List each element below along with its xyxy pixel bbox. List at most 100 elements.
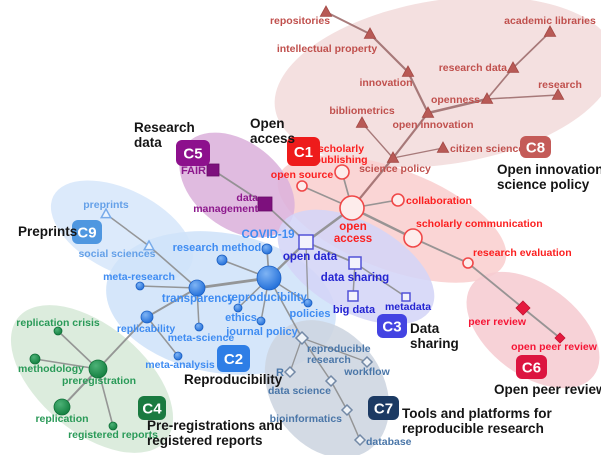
node-replicability[interactable]: replicability <box>117 310 176 335</box>
node-meta-analysis[interactable]: meta-analysis <box>145 351 215 371</box>
node-shape-square <box>401 292 411 302</box>
node-shape-diamond <box>294 330 310 346</box>
node-shape-diamond <box>554 332 566 344</box>
node-bibliometrics[interactable]: bibliometrics <box>329 105 395 128</box>
node-shape-circle <box>88 359 108 379</box>
node-covid-19[interactable]: COVID-19 <box>241 229 295 255</box>
node-intellectual-property[interactable]: intellectual property <box>277 27 378 55</box>
node-meta-science[interactable]: meta-science <box>168 322 235 344</box>
node-fair[interactable]: FAIR <box>181 163 220 177</box>
node-science-policy[interactable]: science policy <box>359 151 431 175</box>
node-citizen-science[interactable]: citizen science <box>436 141 524 155</box>
edge-replicability--meta-analysis <box>146 316 179 357</box>
node-label-research-data: research data <box>439 62 507 74</box>
node-research-data[interactable]: research data <box>439 61 520 74</box>
node-label-journal-policy: journal policy <box>225 326 298 338</box>
cluster-badge-label-c5: C5 <box>183 146 202 163</box>
node-shape-triangle <box>551 88 565 100</box>
node-label-innovation: innovation <box>359 77 412 89</box>
cluster-badge-c9 <box>72 220 102 244</box>
node-collaboration[interactable]: collaboration <box>391 193 472 207</box>
node-label-academic-libraries: academic libraries <box>504 15 596 27</box>
cluster-badge-c3 <box>377 314 407 338</box>
node-replication[interactable]: replication <box>35 398 89 425</box>
node-shape-circle <box>53 398 71 416</box>
node-research[interactable]: research <box>538 79 582 100</box>
node-label-collaboration: collaboration <box>406 195 472 207</box>
node-shape-circle <box>108 421 118 431</box>
node-reproducibility[interactable]: reproducibility <box>227 265 308 304</box>
node-data-science[interactable]: data science <box>268 374 338 397</box>
node-shape-diamond <box>283 365 297 379</box>
node-label-replication: replication <box>35 413 88 425</box>
edge-peer-review--open-peer-review <box>522 307 561 339</box>
edge-preregistration--methodology <box>34 358 99 370</box>
node-shape-circle <box>339 195 365 221</box>
edge-preregistration--registered-reports <box>97 368 114 427</box>
node-workflow[interactable]: workflow <box>343 355 391 378</box>
node-data-sharing[interactable]: data sharing <box>321 256 389 284</box>
node-label-r-lang: R <box>276 367 284 379</box>
edge-intellectual-property--innovation <box>368 32 410 74</box>
node-replication-crisis[interactable]: replication crisis <box>16 317 100 336</box>
node-transparency[interactable]: transparency <box>162 279 235 305</box>
edge-open-innovation--science-policy <box>391 111 430 160</box>
node-label-open-innovation: open innovation <box>392 119 473 131</box>
node-shape-square <box>298 234 314 250</box>
node-research-methods[interactable]: research methods <box>173 242 268 266</box>
edge-scholarly-communication--research-evaluation <box>412 237 469 264</box>
node-shape-square <box>257 196 273 212</box>
node-metadata[interactable]: metadata <box>385 292 431 313</box>
node-repositories[interactable]: repositories <box>270 5 333 27</box>
node-academic-libraries[interactable]: academic libraries <box>504 15 596 37</box>
node-label-replication-crisis: replication crisis <box>16 317 100 329</box>
cluster-blob-c4 <box>10 305 174 453</box>
node-policies[interactable]: policies <box>290 298 331 320</box>
node-open-peer-review[interactable]: open peer review <box>511 332 598 353</box>
node-database[interactable]: database <box>353 433 412 448</box>
node-open-data[interactable]: open data <box>283 234 338 263</box>
node-label-social-sciences: social sciences <box>78 248 155 260</box>
node-innovation[interactable]: innovation <box>359 65 415 89</box>
node-label-bibliometrics: bibliometrics <box>329 105 395 117</box>
node-r-lang[interactable]: R <box>276 365 297 379</box>
node-label-meta-science: meta-science <box>168 332 235 344</box>
node-social-sciences[interactable]: social sciences <box>78 239 156 260</box>
node-research-evaluation[interactable]: research evaluation <box>462 247 572 269</box>
node-registered-reports[interactable]: registered reports <box>68 421 158 441</box>
node-preregistration[interactable]: preregistration <box>62 359 136 387</box>
node-scholarly-communication[interactable]: scholarly communication <box>403 218 543 248</box>
edge-fair--data-management <box>212 169 266 205</box>
node-peer-review[interactable]: peer review <box>468 300 531 328</box>
node-label-preregistration: preregistration <box>62 375 136 387</box>
node-meta-research[interactable]: meta-research <box>103 271 175 291</box>
node-big-data[interactable]: big data <box>333 290 376 316</box>
node-methodology[interactable]: methodology <box>18 353 84 375</box>
node-open-source[interactable]: open source <box>271 169 334 192</box>
node-journal-policy[interactable]: journal policy <box>225 316 299 338</box>
cluster-badge-c6 <box>516 355 547 379</box>
node-ethics[interactable]: ethics <box>225 303 257 324</box>
node-preprints[interactable]: preprints <box>83 199 129 219</box>
node-openness[interactable]: openness <box>431 92 494 106</box>
edge-research--openness <box>486 94 559 100</box>
node-bioinformatics[interactable]: bioinformatics <box>270 403 354 425</box>
node-shape-triangle <box>386 151 400 163</box>
node-shape-circle <box>303 298 313 308</box>
node-open-innovation[interactable]: open innovation <box>392 106 474 131</box>
